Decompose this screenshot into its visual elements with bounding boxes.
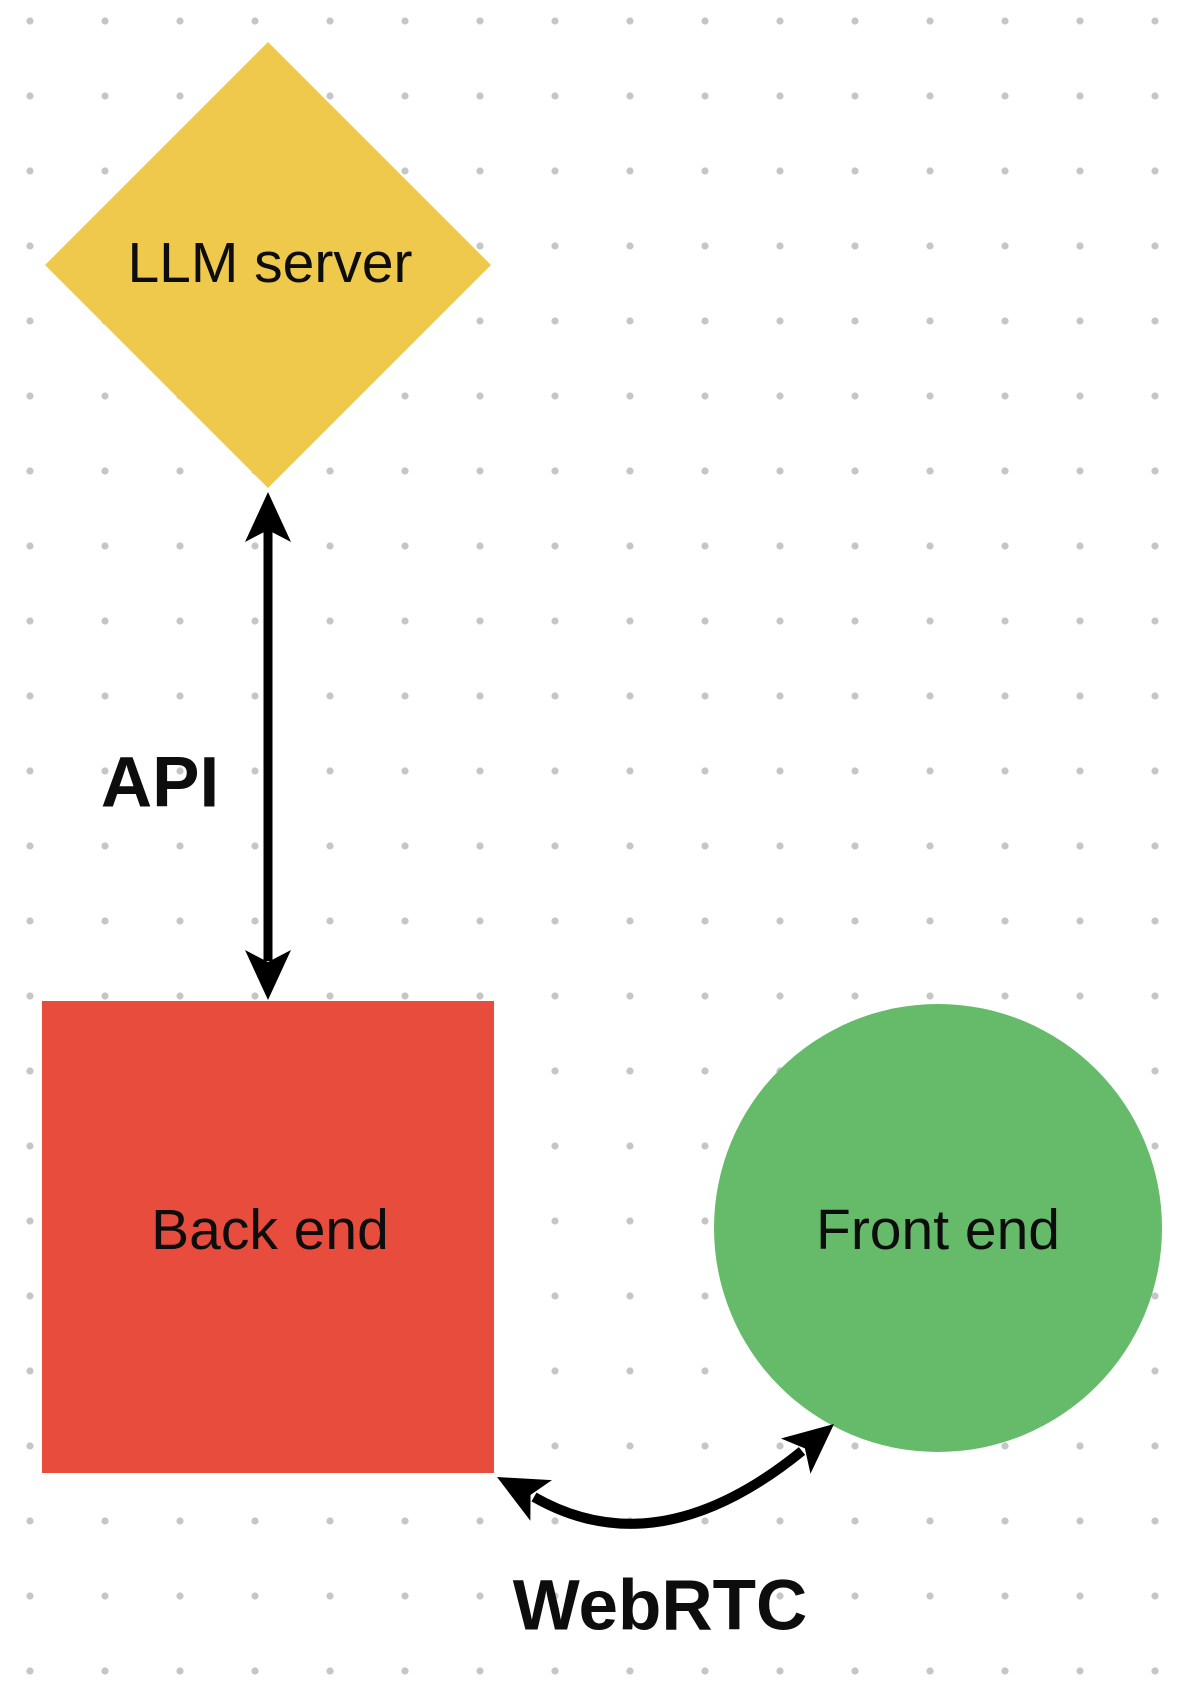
edge-api-label: API: [101, 744, 219, 823]
arrowhead-down-icon: [245, 950, 291, 1000]
node-group-back-end: Back end: [42, 1001, 494, 1473]
arrowhead-right-icon: [780, 1424, 834, 1474]
arrowhead-left-icon: [497, 1477, 552, 1521]
webrtc-arrow-shaft: [531, 1447, 806, 1529]
node-group-llm-server: LLM server: [45, 42, 491, 488]
node-front-end[interactable]: [714, 1004, 1162, 1452]
node-back-end-label: Back end: [151, 1198, 389, 1262]
edge-webrtc[interactable]: [486, 1406, 849, 1529]
edge-webrtc-label: WebRTC: [513, 1567, 808, 1646]
edge-api[interactable]: [245, 492, 291, 1000]
node-group-front-end: Front end: [714, 1004, 1162, 1452]
arrowhead-up-icon: [245, 492, 291, 542]
node-llm-server[interactable]: [45, 42, 491, 488]
node-front-end-label: Front end: [816, 1198, 1060, 1262]
node-llm-server-label: LLM server: [127, 231, 412, 295]
node-back-end[interactable]: [42, 1001, 494, 1473]
